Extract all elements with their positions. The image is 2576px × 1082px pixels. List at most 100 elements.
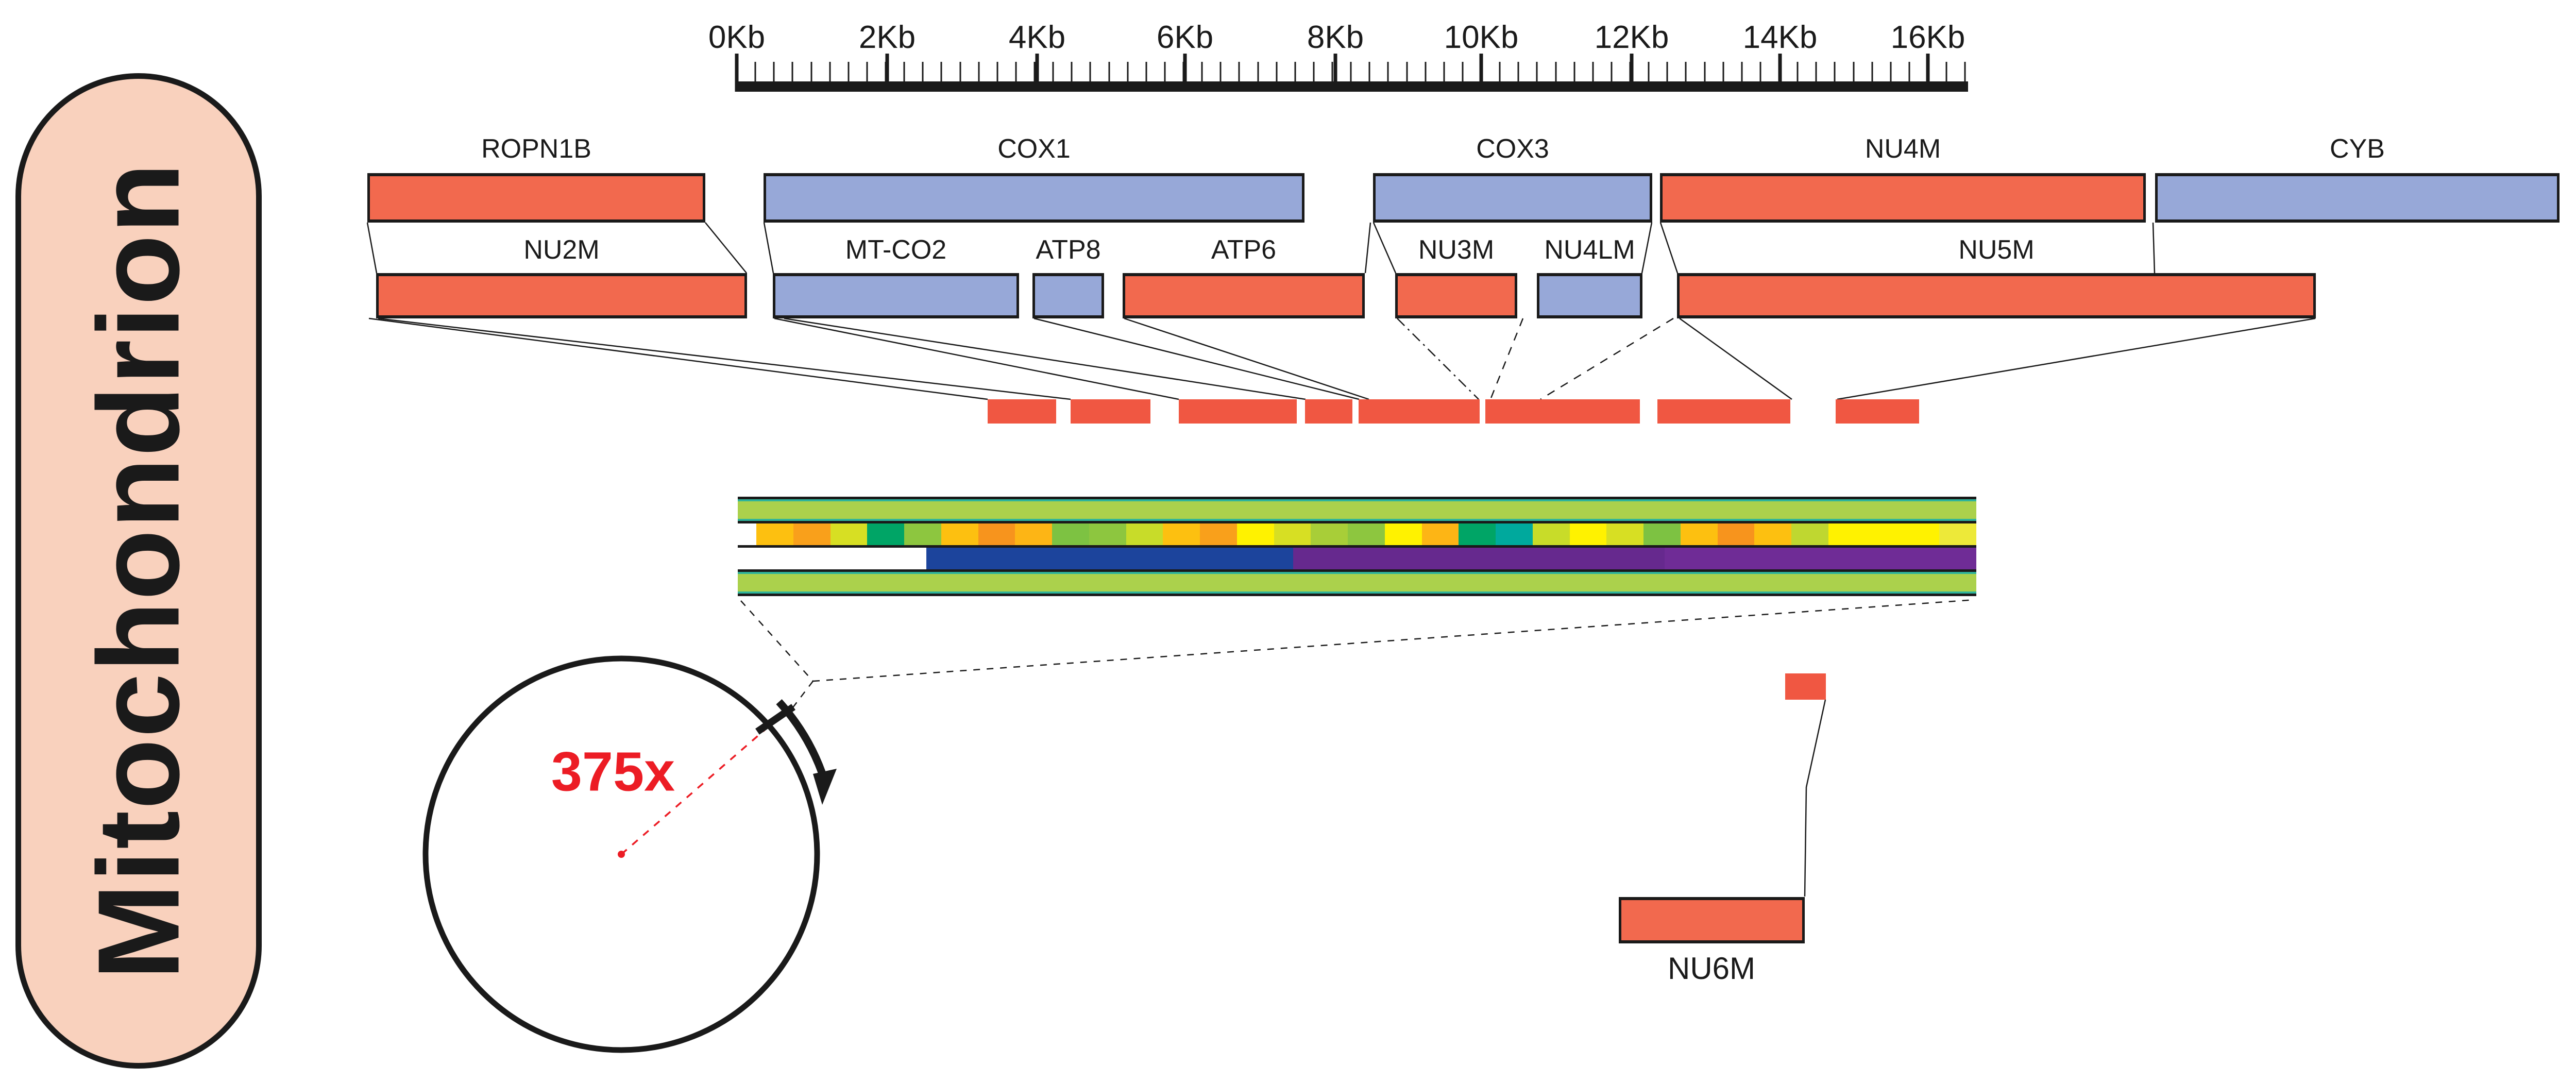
ruler-tick-label: 14Kb [1742,20,1818,55]
band-consensus-top [738,499,1976,521]
band-cell-1 [756,523,793,545]
band-cell-2 [793,523,831,545]
ruler-minor-tick [1685,62,1687,92]
gene-label-CYB: CYB [2330,134,2385,164]
ruler-minor-tick [1666,62,1668,92]
ruler-minor-tick [1853,62,1854,92]
coverage-segment-4 [1665,548,1976,569]
ruler-minor-tick [1276,62,1278,92]
band-cell-28 [1754,523,1791,545]
row2-block-connector [1837,317,2316,400]
nu6m-connector-line [1804,699,1826,897]
gene-label-ATP8: ATP8 [1036,235,1101,265]
gene-box-NU3M [1395,273,1517,318]
band-cell-5 [904,523,941,545]
contig-block-5 [1359,399,1480,424]
ruler-minor-tick [1797,62,1799,92]
ruler-minor-tick [1368,62,1370,92]
ruler-major-tick [1778,54,1782,92]
row1-row2-connector [1372,222,1397,274]
row1-row2-connector [763,222,774,274]
band-cell-8 [1015,523,1052,545]
ruler-tick-label: 16Kb [1890,20,1965,55]
band-separator [738,594,1976,596]
gene-box-COX3 [1373,173,1652,223]
ruler-minor-tick [1387,62,1389,92]
ruler-minor-tick [1704,62,1705,92]
ruler-tick-label: 6Kb [1156,20,1214,55]
ruler-minor-tick [1945,62,1947,92]
ruler-minor-tick [829,62,831,92]
band-cell-gap [738,523,756,545]
ruler-minor-tick [1406,62,1408,92]
ruler-minor-tick [1071,62,1073,92]
band-cell-27 [1717,523,1755,545]
band-cell-13 [1200,523,1237,545]
ruler-minor-tick [810,62,812,92]
band-coverage-segments [738,548,1976,569]
gene-box-COX1 [764,173,1304,223]
band-separator [738,521,1976,523]
ruler-major-tick [1035,54,1039,92]
ruler-minor-tick [1238,62,1240,92]
ruler-minor-tick [1294,62,1296,92]
ruler-major-tick [1630,54,1634,92]
track-title: Mitochondrion [73,161,204,980]
ruler-minor-tick [959,62,961,92]
band-cell-25 [1643,523,1681,545]
ruler-minor-tick [1164,62,1166,92]
band-separator [738,545,1976,548]
contig-block-7 [1657,399,1790,424]
band-cell-20 [1459,523,1496,545]
ruler-major-tick [1926,54,1930,92]
ruler-minor-tick [1145,62,1147,92]
gene-box-ATP8 [1032,273,1104,318]
band-cell-9 [1052,523,1089,545]
ruler-tick-label: 4Kb [1008,20,1066,55]
band-cell-23 [1569,523,1607,545]
ruler-minor-tick [1350,62,1352,92]
row2-block-connector [1540,317,1674,400]
genome-circle [422,655,820,1053]
ruler-minor-tick [1722,62,1724,92]
ruler-tick-label: 0Kb [708,20,766,55]
ruler-minor-tick [1201,62,1203,92]
gene-box-NU4M [1660,173,2146,223]
ruler-minor-tick [1425,62,1427,92]
row2-block-connector [774,317,1179,400]
band-cell-12 [1163,523,1200,545]
ruler-minor-tick [791,62,793,92]
gene-label-NU2M: NU2M [523,235,600,265]
band-cell-6 [941,523,978,545]
row2-block-connector [784,317,1306,400]
coverage-segment-1 [738,548,926,569]
ruler-minor-tick [1108,62,1110,92]
ruler-minor-tick [1052,62,1054,92]
band-separator [738,569,1976,572]
contig-block-1 [988,399,1056,424]
band-cell-17 [1348,523,1385,545]
ruler-major-tick [1183,54,1187,92]
ruler-tick-label: 10Kb [1444,20,1519,55]
ruler-minor-tick [1759,62,1761,92]
row2-block-connector [1489,318,1524,400]
contig-block-4 [1305,399,1352,424]
zoom-indicator-dashed-line [740,600,814,682]
ruler-major-tick [1479,54,1483,92]
ruler-tick-label: 12Kb [1594,20,1669,55]
row1-row2-connector [1641,222,1653,274]
band-cell-18 [1384,523,1422,545]
band-cell-15 [1274,523,1311,545]
row2-block-connector [1679,317,1792,400]
band-consensus-bottom [738,572,1976,594]
row1-row2-connector [366,222,378,274]
ruler-minor-tick [773,62,775,92]
gene-label-NU4LM: NU4LM [1544,235,1635,265]
band-cell-4 [867,523,904,545]
gene-box-CYB [2155,173,2560,223]
rotation-arrow-arc [776,699,829,783]
band-cell-32 [1902,523,1939,545]
gene-box-NU4LM [1537,273,1642,318]
gene-label-NU5M: NU5M [1958,235,2035,265]
